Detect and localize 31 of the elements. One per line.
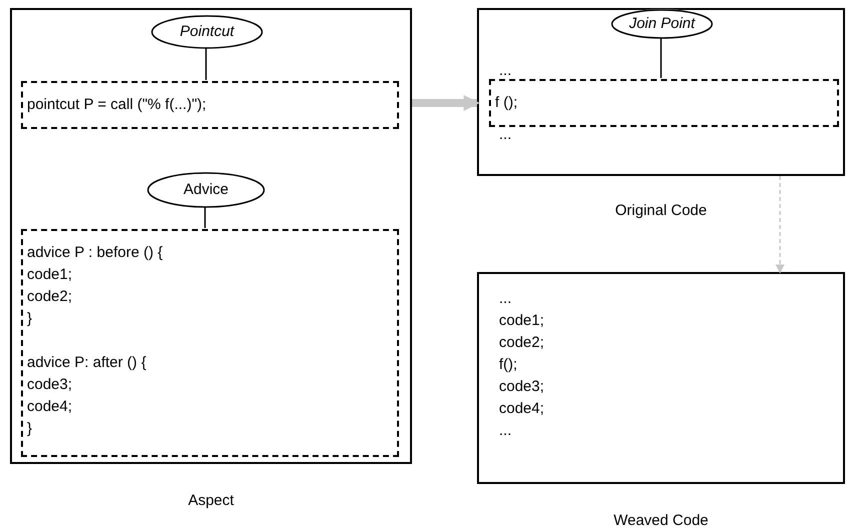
- ellipse-label: Advice: [183, 180, 229, 200]
- ellipse-label: Join Point: [629, 14, 695, 34]
- code-line: pointcut P = call ("% f(...)");: [27, 95, 206, 115]
- code-line: code3;: [499, 377, 544, 397]
- code-line: f ();: [495, 93, 518, 113]
- panel-caption: Original Code: [615, 201, 707, 221]
- code-panel: [477, 8, 845, 176]
- panel-caption: Aspect: [188, 491, 234, 511]
- code-line: code1;: [499, 311, 544, 331]
- code-line: code2;: [499, 333, 544, 353]
- code-line: code3;: [27, 375, 72, 395]
- code-line: code2;: [27, 287, 72, 307]
- ellipse-label: Pointcut: [180, 22, 234, 42]
- code-line: }: [27, 419, 32, 439]
- code-panel: [10, 8, 412, 464]
- code-line: ...: [499, 421, 512, 441]
- dashed-box: [489, 79, 839, 127]
- code-line: code4;: [499, 399, 544, 419]
- code-line: advice P: after () {: [27, 353, 146, 373]
- dashed-box: [21, 229, 399, 457]
- code-line: advice P : before () {: [27, 243, 163, 263]
- dashed-box: [21, 81, 399, 129]
- code-line: ...: [499, 125, 512, 145]
- code-line: }: [27, 309, 32, 329]
- code-line: code4;: [27, 397, 72, 417]
- code-line: ...: [499, 61, 512, 81]
- code-panel: [477, 272, 845, 484]
- code-line: f();: [499, 355, 518, 375]
- code-line: code1;: [27, 265, 72, 285]
- panel-caption: Weaved Code: [614, 511, 708, 531]
- code-line: ...: [499, 289, 512, 309]
